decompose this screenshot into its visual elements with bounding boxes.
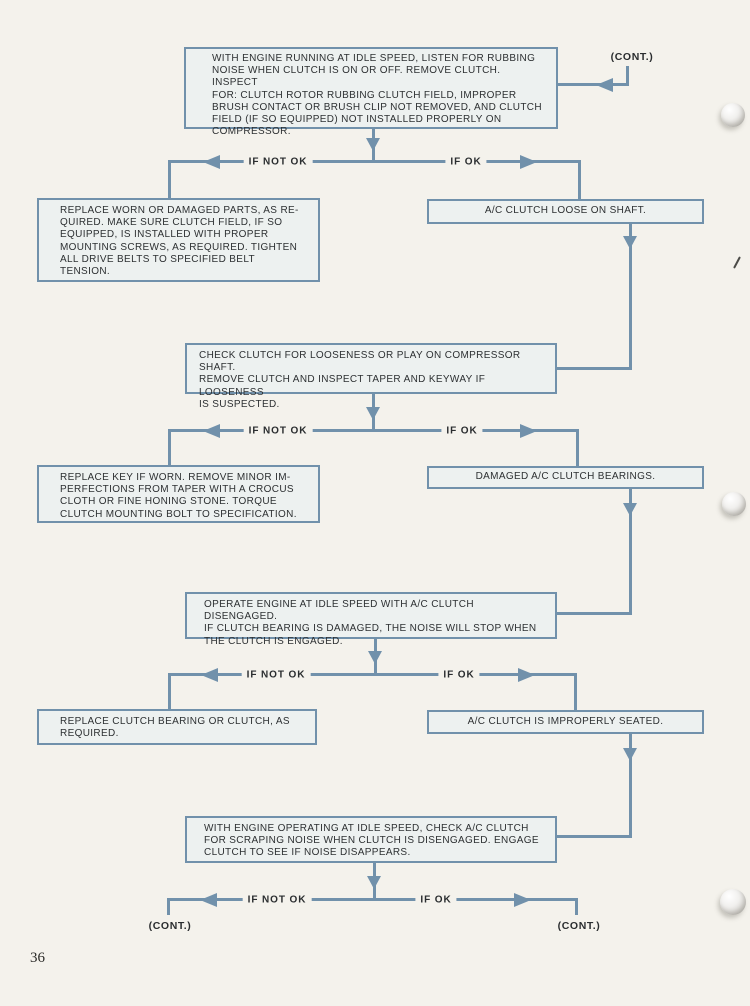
arrow-head-right [514,892,531,907]
arrow-head-down [366,138,380,151]
arrow-head-left [596,77,613,92]
arrow-head-left [203,423,220,438]
flow-box-damaged-bearings: DAMAGED A/C CLUTCH BEARINGS. [427,466,704,489]
branch2-if-ok-label: IF OK [441,425,483,437]
arrow-head-down [368,651,382,664]
arrow-head-left [200,892,217,907]
branch4-horizontal [167,898,578,901]
connector-cont-in-vertical [626,66,629,86]
arrow-head-down [623,236,637,249]
branch1-right-elbow [578,160,581,200]
connector-vertical [629,224,632,370]
branch1-horizontal [168,160,581,163]
connector-horizontal [557,612,632,615]
arrow-head-down [623,503,637,516]
flow-box-replace-key: REPLACE KEY IF WORN. REMOVE MINOR IM- PE… [37,465,320,523]
flow-box-replace-parts: REPLACE WORN OR DAMAGED PARTS, AS RE- QU… [37,198,320,282]
branch4-left-stub [167,898,170,915]
arrow-head-right [520,154,537,169]
branch1-if-not-ok-label: IF NOT OK [243,156,313,168]
continuation-out-left-label: (CONT.) [148,920,192,932]
pen-mark-artifact [733,256,741,269]
arrow-head-right [520,423,537,438]
branch4-if-not-ok-label: IF NOT OK [242,894,312,906]
branch2-left-elbow [168,429,171,465]
connector-vertical [629,734,632,838]
flow-box-replace-bearing: REPLACE CLUTCH BEARING OR CLUTCH, AS REQ… [37,709,317,745]
flow-box-operate-engine: OPERATE ENGINE AT IDLE SPEED WITH A/C CL… [185,592,557,647]
arrow-head-down [367,876,381,889]
flow-box-check-looseness: CHECK CLUTCH FOR LOOSENESS OR PLAY ON CO… [185,343,557,410]
branch3-left-elbow [168,673,171,710]
branch2-if-not-ok-label: IF NOT OK [243,425,313,437]
branch3-horizontal [168,673,577,676]
connector-cont-in-horizontal [558,83,629,86]
flow-box-clutch-loose: A/C CLUTCH LOOSE ON SHAFT. [427,199,704,224]
arrow-head-down [623,748,637,761]
arrow-head-left [201,667,218,682]
branch2-horizontal [168,429,579,432]
page-number: 36 [30,950,45,966]
flow-box-start: WITH ENGINE RUNNING AT IDLE SPEED, LISTE… [184,47,558,137]
binder-ball-artifact [722,492,746,516]
flow-box-improperly-seated: A/C CLUTCH IS IMPROPERLY SEATED. [427,710,704,734]
branch1-if-ok-label: IF OK [445,156,487,168]
branch3-if-ok-label: IF OK [438,669,480,681]
continuation-out-right-label: (CONT.) [557,920,601,932]
connector-horizontal [557,835,632,838]
continuation-in-label: (CONT.) [610,51,654,63]
branch4-right-stub [575,898,578,915]
connector-horizontal [557,367,632,370]
branch2-right-elbow [576,429,579,466]
connector-vertical [629,489,632,615]
binder-ball-artifact [720,889,746,915]
branch3-right-elbow [574,673,577,711]
flow-box-check-scraping: WITH ENGINE OPERATING AT IDLE SPEED, CHE… [185,816,557,863]
branch4-if-ok-label: IF OK [415,894,457,906]
arrow-head-left [203,154,220,169]
arrow-head-right [518,667,535,682]
branch1-left-elbow [168,160,171,198]
branch3-if-not-ok-label: IF NOT OK [241,669,311,681]
binder-ball-artifact [721,103,745,127]
arrow-head-down [366,407,380,420]
